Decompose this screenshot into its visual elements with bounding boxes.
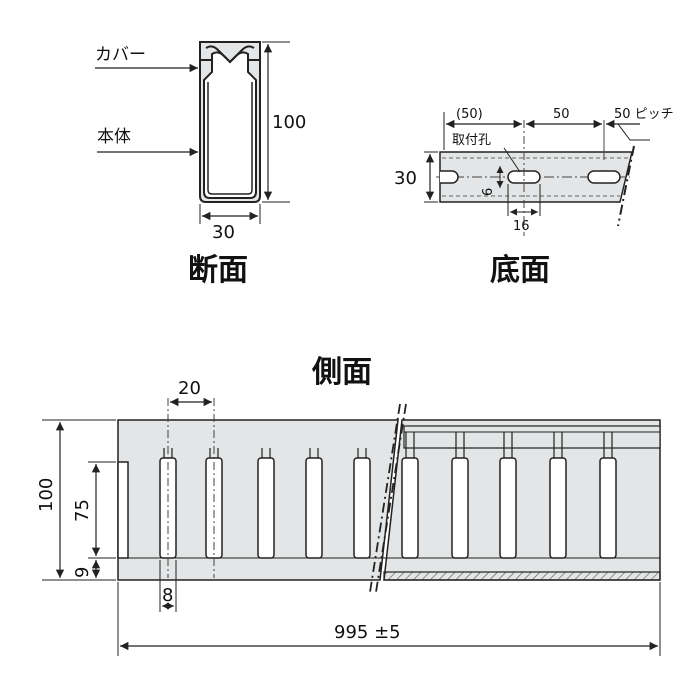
section-width-dim: 30 [212,222,235,243]
bottom-break-line [617,145,635,227]
pitch-leader [617,123,650,141]
cover-label: カバー [95,45,146,65]
side-slot [549,457,567,559]
slot-width-dim: 8 [162,585,173,606]
hole-length-dim: 16 [513,219,530,234]
side-slot [401,457,419,559]
side-slot [451,457,469,559]
side-pitch-dim: 20 [178,378,201,399]
side-slot-necks [405,432,613,458]
side-slot [305,457,323,559]
slot-height-dim: 75 [72,499,93,522]
hole-leader [503,147,521,173]
hole-label: 取付孔 [452,133,491,148]
bottom-half-slot [440,170,459,184]
side-slot [257,457,275,559]
section-view: カバー 本体 100 30 断面 [95,41,306,288]
side-slot [353,457,371,559]
section-inner-wall [207,82,253,195]
side-view-title: 側面 [311,355,372,390]
pitch-second-dim: 50 [553,107,570,122]
side-base-rail [383,571,661,581]
bottom-view-title: 底面 [490,253,550,288]
side-slot [499,457,517,559]
section-cover-profile [199,41,261,64]
section-cover-clip [205,45,255,64]
pitch-note: 50 ピッチ [614,107,674,122]
bottom-width-dim: 30 [394,168,417,189]
section-view-title: 断面 [188,253,248,288]
side-break-line [369,403,401,593]
base-height-dim: 9 [72,567,93,578]
length-dim: 995 ±5 [334,622,401,643]
side-top-rail [403,425,661,449]
pitch-first-dim: (50) [456,107,483,122]
body-label: 本体 [97,127,131,147]
mounting-hole [587,170,621,184]
side-slot [599,457,617,559]
section-body-profile [199,59,261,203]
side-view: 側面 [36,355,661,656]
side-break-line [375,403,407,593]
bottom-view: (50) 50 50 ピッチ 取付孔 30 6 16 底面 [394,107,674,288]
side-end-slot [117,461,129,559]
side-slot-necks-left [163,448,367,458]
section-height-dim: 100 [272,112,306,133]
side-height-dim: 100 [36,478,57,512]
hole-height-dim: 6 [481,188,496,196]
